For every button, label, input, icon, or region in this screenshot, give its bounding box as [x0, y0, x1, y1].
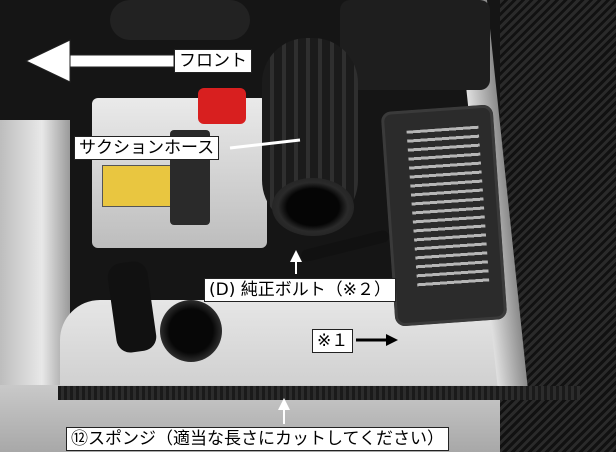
suction-hose-pointer [229, 138, 301, 150]
suction-hose-mouth [272, 178, 354, 236]
sponge-arrow [278, 398, 290, 424]
sponge-note-label: ⑫スポンジ（適当な長さにカットしてください） [66, 427, 449, 451]
round-cap [160, 300, 222, 362]
suction-hose-label: サクションホース [74, 136, 220, 160]
genuine-bolt-label: (D) 純正ボルト（※２） [204, 278, 397, 302]
battery-cap-red [198, 88, 246, 124]
front-arrow [24, 39, 175, 83]
top-right-components [340, 0, 490, 90]
bolt-arrow [290, 250, 302, 274]
front-label: フロント [174, 49, 252, 73]
mark-1-label: ※１ [312, 329, 354, 353]
top-hose [110, 0, 250, 40]
mark-1-arrow [356, 334, 398, 346]
sponge-strip [58, 386, 580, 400]
